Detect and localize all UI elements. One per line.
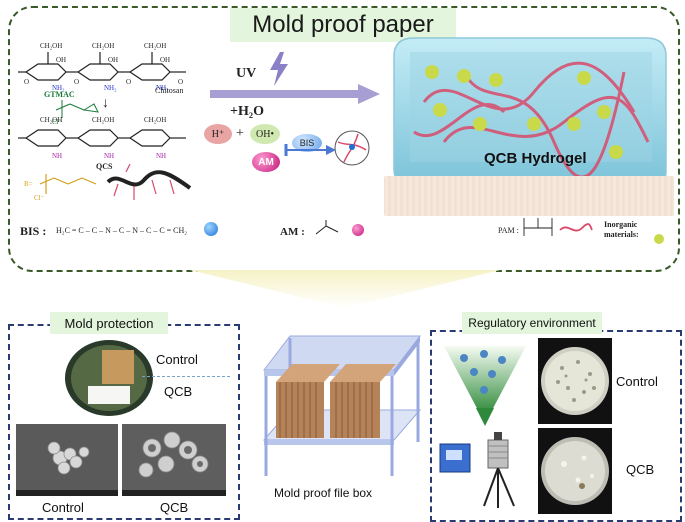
oh-radical-ball: OH•: [250, 124, 280, 144]
svg-text:Cl⁻: Cl⁻: [52, 118, 63, 126]
qcs-structure: CH₂OH CH₂OH CH₂OH NH NH NH: [18, 116, 186, 160]
am-label-text: AM: [280, 226, 299, 238]
hydrogel-label: QCB Hydrogel: [484, 150, 587, 167]
am-label: AM :: [280, 226, 305, 238]
bis-formula: H₂C = C – C – N – C – N – C – C = CH₂: [56, 226, 188, 235]
regulatory-title-box: Regulatory environment: [462, 312, 602, 334]
page-title: Mold proof paper: [252, 11, 434, 38]
control-paper-label: Control: [156, 352, 198, 367]
svg-text:O: O: [74, 78, 79, 86]
svg-text:CH₂OH: CH₂OH: [40, 116, 62, 124]
qcs-label: QCS: [96, 162, 113, 171]
svg-text:CH₂OH: CH₂OH: [144, 116, 166, 124]
svg-text:CH₂OH: CH₂OH: [92, 42, 114, 50]
control-dish-label: Control: [616, 374, 658, 389]
crosslink-network-icon: [334, 130, 370, 166]
qcb-hydrogel-illustration: [393, 37, 667, 185]
mold-proof-file-box-illustration: [262, 335, 422, 476]
mold-protection-title-box: Mold protection: [50, 312, 168, 334]
am-reactant-ball: AM: [252, 152, 280, 172]
water-label: +H₂O: [230, 104, 264, 119]
svg-text:O: O: [178, 78, 183, 86]
svg-text:OH: OH: [108, 56, 118, 64]
svg-text:CH₂OH: CH₂OH: [92, 116, 114, 124]
h-plus-label: H⁺: [211, 128, 225, 140]
bis-label-text: BIS: [20, 224, 40, 238]
svg-text:OH: OH: [56, 56, 66, 64]
gtmac-structure: Cl⁻: [52, 100, 99, 126]
down-arrow-icon: ↓: [102, 94, 109, 110]
big-down-arrow-icon: [190, 270, 500, 308]
bis-reactant-ball: BIS: [292, 134, 322, 152]
qcb-dish-label: QCB: [626, 462, 655, 477]
gtmac-label: GTMAC: [44, 90, 75, 99]
svg-text:Cl⁻: Cl⁻: [34, 194, 45, 202]
am-reactant-label: AM: [258, 156, 274, 168]
svg-text:CH₂OH: CH₂OH: [144, 42, 166, 50]
sem-control-image: [16, 424, 118, 496]
svg-text:NH₂: NH₂: [104, 84, 117, 92]
air-funnel-illustration: [444, 346, 526, 426]
sem-control-label: Control: [42, 500, 84, 515]
bis-reactant-label: BIS: [299, 138, 315, 148]
svg-text:OH: OH: [160, 56, 170, 64]
bis-label: BIS :: [20, 224, 47, 238]
svg-text:NH: NH: [52, 152, 62, 160]
svg-text:O: O: [24, 78, 29, 86]
polymer-chain-icon: [106, 163, 192, 200]
air-sampler-devices: [439, 432, 515, 508]
uv-label: UV: [236, 66, 257, 81]
chitosan-structure: CH₂OH CH₂OH CH₂OH OH OH OH O O O O NH₂ NH₂ NH₂: [18, 42, 186, 92]
control-petri-dish: [538, 338, 612, 424]
reaction-arrow-icon: [210, 84, 380, 104]
am-ball-icon: [352, 224, 364, 236]
pam-chain-icon: [559, 223, 593, 232]
am-structure: [315, 220, 339, 235]
plus-sign: +: [236, 126, 244, 141]
pam-label-text: PAM: [498, 226, 515, 235]
pam-structure: [523, 218, 553, 236]
pam-label: PAM :: [498, 226, 519, 235]
inorganic-label: Inorganic materials:: [604, 220, 639, 239]
mold-protection-title: Mold protection: [64, 315, 154, 331]
petri-dish-paper: [65, 340, 153, 416]
file-box-caption: Mold proof file box: [274, 486, 373, 500]
regulatory-title: Regulatory environment: [468, 316, 596, 330]
r-group-structure: R= Cl⁻: [24, 174, 97, 202]
bis-ball-icon: [204, 222, 218, 236]
qcb-petri-dish: [538, 428, 612, 514]
svg-text:NH: NH: [156, 152, 166, 160]
sem-qcb-image: [122, 424, 226, 496]
uv-lightning-icon: [270, 52, 288, 86]
qcb-paper-label: QCB: [164, 384, 193, 399]
qcb-divider: [142, 376, 230, 377]
header-title-box: Mold proof paper: [230, 8, 456, 42]
svg-text:NH₂: NH₂: [156, 84, 169, 92]
svg-text:NH: NH: [104, 152, 114, 160]
paper-strip: [384, 176, 674, 216]
svg-text:NH₂: NH₂: [52, 84, 65, 92]
chitosan-label: Chitosan: [155, 86, 184, 95]
svg-text:CH₂OH: CH₂OH: [40, 42, 62, 50]
h-plus-ball: H⁺: [204, 124, 232, 144]
svg-text:O: O: [126, 78, 131, 86]
inhibit-arrow-icon: [284, 144, 336, 156]
oh-radical-label: OH•: [256, 128, 274, 140]
inorganic-ball-icon: [654, 234, 664, 244]
sem-qcb-label: QCB: [160, 500, 189, 515]
svg-text:R=: R=: [24, 180, 33, 188]
